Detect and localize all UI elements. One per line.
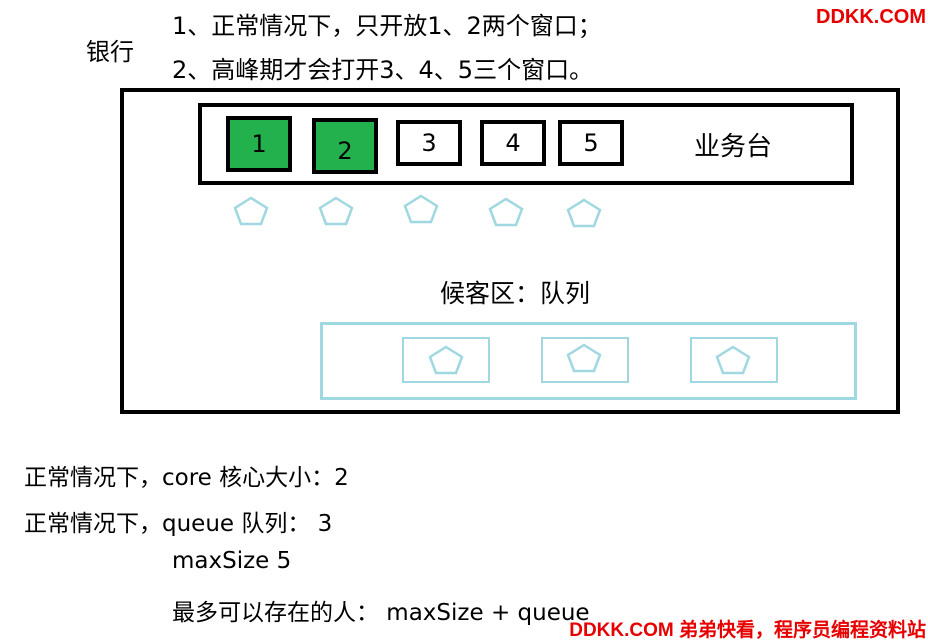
window-3-label: 3	[421, 129, 437, 157]
rule-line-1: 1、正常情况下，只开放1、2两个窗口；	[172, 12, 602, 40]
window-1-label: 1	[251, 130, 267, 158]
queued-customer-pentagon-icon	[715, 345, 751, 375]
window-5-label: 5	[583, 129, 599, 157]
waiting-area-label: 候客区：队列	[440, 279, 591, 308]
queued-customer-pentagon-icon	[566, 343, 602, 373]
counter-label: 业务台	[694, 132, 773, 162]
queue-slot	[541, 337, 629, 383]
customer-pentagon-icon	[488, 197, 524, 227]
bank-box	[120, 88, 900, 414]
queued-customer-pentagon-icon	[428, 345, 464, 375]
bank-label: 银行	[86, 38, 134, 66]
counter-box	[198, 103, 854, 185]
window-3: 3	[396, 120, 462, 166]
watermark-top: DDKK.COM	[816, 6, 926, 28]
window-2-label: 2	[337, 137, 353, 165]
customer-pentagon-icon	[403, 194, 439, 224]
watermark-bottom: DDKK.COM 弟弟快看，程序员编程资料站	[569, 620, 926, 641]
window-2: 2	[312, 118, 378, 174]
customer-pentagon-icon	[566, 198, 602, 228]
note-max-people: 最多可以存在的人： maxSize + queue	[172, 600, 590, 626]
window-5: 5	[558, 120, 624, 166]
window-4-label: 4	[505, 129, 521, 157]
note-queue-size: 正常情况下，queue 队列： 3	[24, 511, 333, 537]
note-core-size: 正常情况下，core 核心大小：2	[24, 465, 349, 491]
queue-slot	[402, 337, 490, 383]
customer-pentagon-icon	[233, 196, 269, 226]
window-4: 4	[480, 120, 546, 166]
queue-box	[320, 322, 857, 400]
customer-pentagon-icon	[318, 196, 354, 226]
rule-line-2: 2、高峰期才会打开3、4、5三个窗口。	[172, 56, 594, 84]
note-max-size: maxSize 5	[172, 548, 292, 574]
window-1: 1	[226, 116, 292, 172]
queue-slot	[690, 337, 778, 383]
